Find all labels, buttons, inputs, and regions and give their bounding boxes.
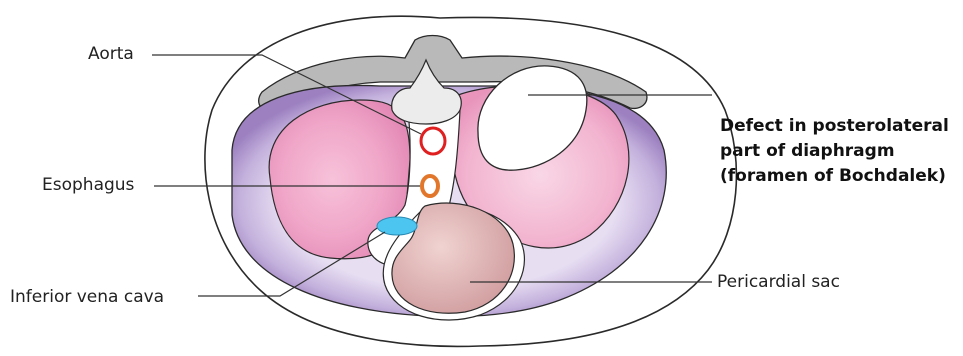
label-inferior-vena-cava: Inferior vena cava bbox=[10, 287, 164, 307]
label-defect-line-2: part of diaphragm bbox=[720, 139, 949, 164]
label-defect-line-1: Defect in posterolateral bbox=[720, 114, 949, 139]
label-defect-line-3: (foramen of Bochdalek) bbox=[720, 164, 949, 189]
aorta bbox=[421, 128, 445, 154]
label-bochdalek-defect: Defect in posterolateral part of diaphra… bbox=[720, 114, 949, 189]
label-aorta: Aorta bbox=[88, 44, 134, 64]
esophagus bbox=[422, 176, 438, 196]
label-pericardial-sac: Pericardial sac bbox=[717, 272, 840, 292]
label-esophagus: Esophagus bbox=[42, 175, 134, 195]
inferior-vena-cava bbox=[377, 217, 417, 235]
